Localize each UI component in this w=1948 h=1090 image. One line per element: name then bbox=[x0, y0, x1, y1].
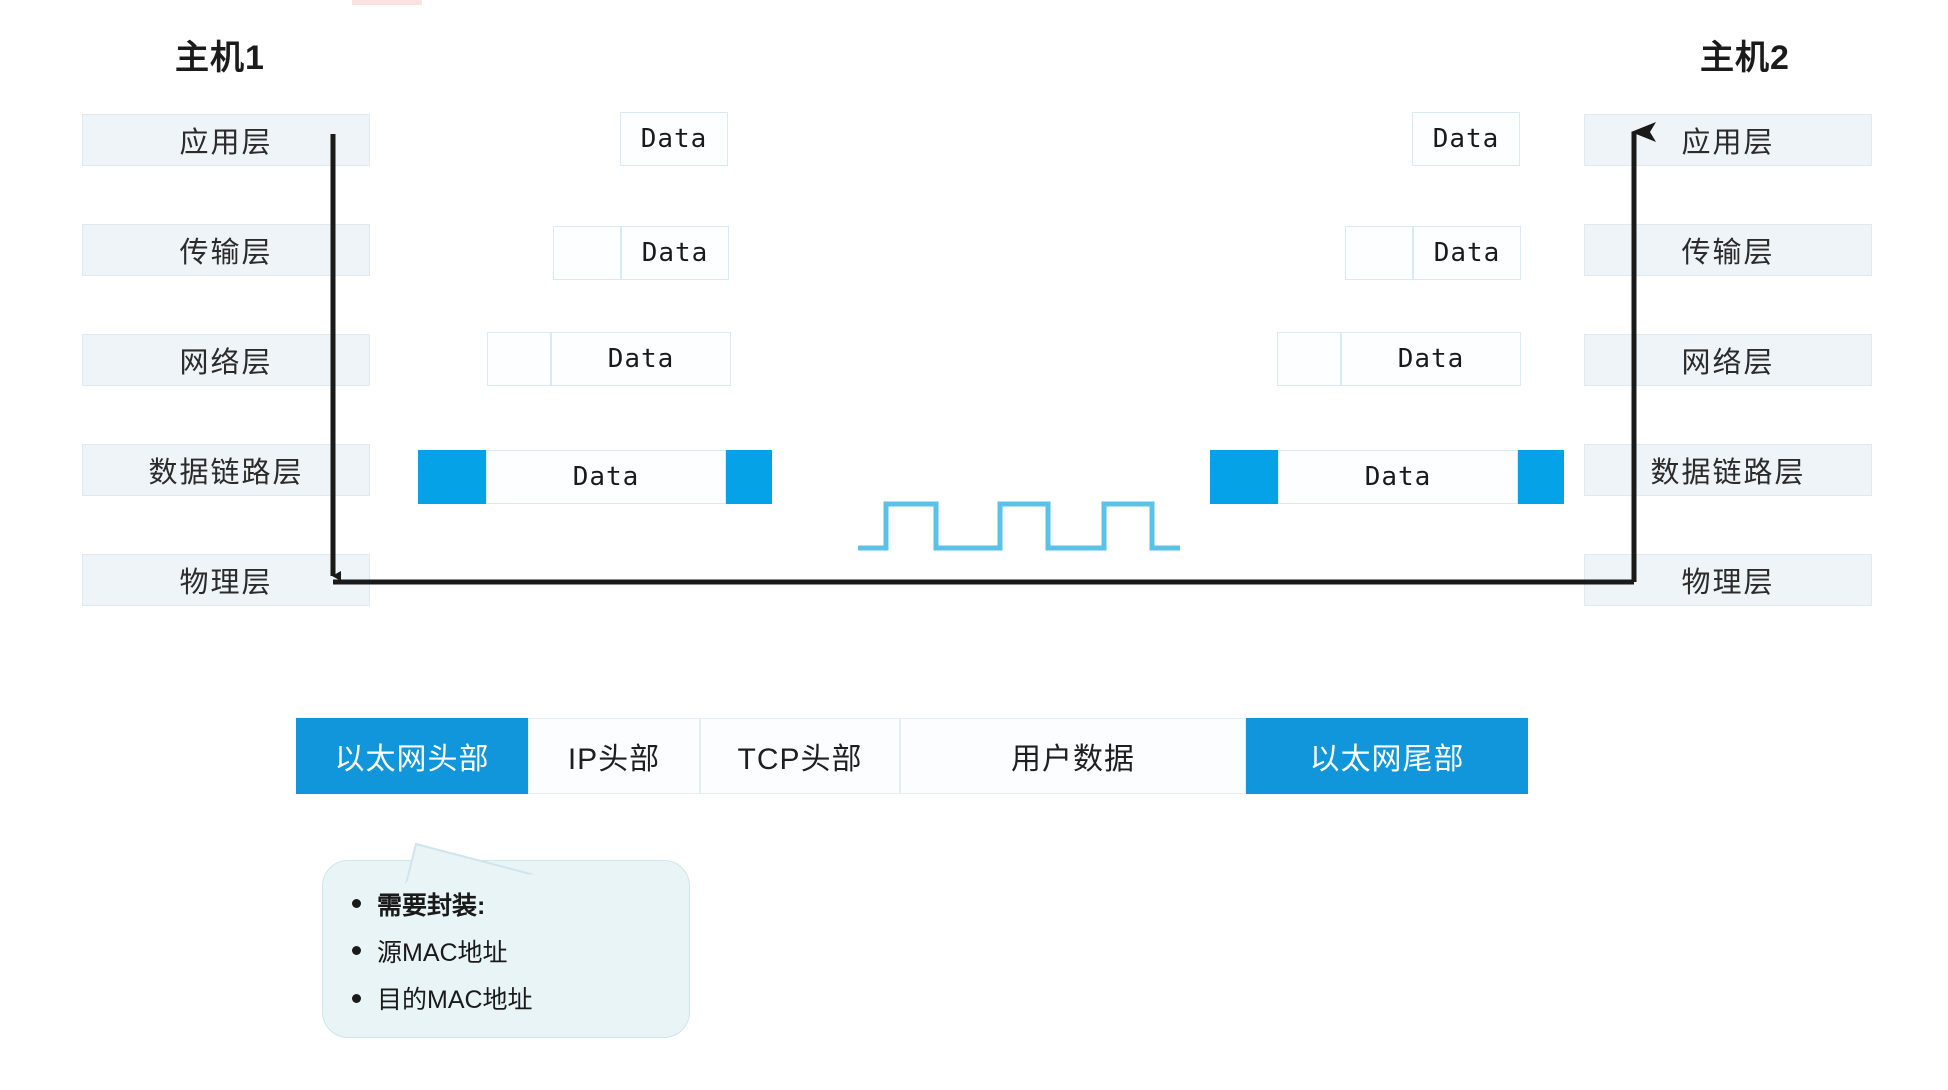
packet-ethernet-header-block bbox=[418, 450, 486, 504]
packet-header-cell bbox=[553, 226, 621, 280]
packet-host1-transport: Data bbox=[553, 226, 729, 280]
host2-layer-application[interactable]: 应用层 bbox=[1584, 114, 1872, 166]
packet-data-cell: Data bbox=[486, 450, 726, 504]
layer-label: 应用层 bbox=[1681, 127, 1775, 159]
packet-header-cell bbox=[1277, 332, 1341, 386]
packet-data-cell: Data bbox=[620, 112, 728, 166]
callout-bubble bbox=[322, 860, 690, 1038]
host2-layer-transport[interactable]: 传输层 bbox=[1584, 224, 1872, 276]
encap-segment-ip-header[interactable]: IP头部 bbox=[528, 718, 700, 794]
packet-host1-datalink: Data bbox=[418, 450, 772, 504]
packet-host1-network: Data bbox=[487, 332, 731, 386]
layer-label: 网络层 bbox=[179, 347, 273, 379]
callout-item: 源MAC地址 bbox=[338, 933, 672, 969]
packet-host2-transport: Data bbox=[1345, 226, 1521, 280]
host2-layer-datalink[interactable]: 数据链路层 bbox=[1584, 444, 1872, 496]
host2-layer-network[interactable]: 网络层 bbox=[1584, 334, 1872, 386]
layer-label: 物理层 bbox=[179, 567, 273, 599]
host2-title: 主机2 bbox=[1700, 39, 1790, 77]
encap-segment-tcp-header[interactable]: TCP头部 bbox=[700, 718, 900, 794]
packet-header-cell bbox=[1345, 226, 1413, 280]
callout-item: 需要封装: bbox=[338, 886, 672, 922]
packet-data-cell: Data bbox=[1412, 112, 1520, 166]
bullet-icon bbox=[352, 899, 361, 909]
ethernet-header-callout: 需要封装: 源MAC地址 目的MAC地址 bbox=[322, 842, 690, 1038]
packet-host1-application: Data bbox=[620, 112, 728, 166]
bullet-icon bbox=[352, 946, 361, 956]
host1-layer-transport[interactable]: 传输层 bbox=[82, 224, 370, 276]
packet-data-cell: Data bbox=[1278, 450, 1518, 504]
layer-label: 传输层 bbox=[179, 237, 273, 269]
encap-segment-ethernet-trailer[interactable]: 以太网尾部 bbox=[1246, 718, 1528, 794]
host1-layer-physical[interactable]: 物理层 bbox=[82, 554, 370, 606]
top-edge-artifact bbox=[352, 0, 422, 5]
callout-item-label: 需要封装: bbox=[377, 891, 486, 920]
host2-layer-physical[interactable]: 物理层 bbox=[1584, 554, 1872, 606]
square-wave-signal-icon bbox=[858, 501, 1180, 551]
layer-label: 数据链路层 bbox=[148, 457, 304, 489]
callout-item-label: 源MAC地址 bbox=[377, 938, 508, 967]
callout-item-label: 目的MAC地址 bbox=[377, 986, 533, 1015]
packet-host2-datalink: Data bbox=[1210, 450, 1564, 504]
encap-segment-user-data[interactable]: 用户数据 bbox=[900, 718, 1246, 794]
packet-host2-network: Data bbox=[1277, 332, 1521, 386]
host1-layer-application[interactable]: 应用层 bbox=[82, 114, 370, 166]
packet-host2-application: Data bbox=[1412, 112, 1520, 166]
layer-label: 物理层 bbox=[1681, 567, 1775, 599]
layer-label: 传输层 bbox=[1681, 237, 1775, 269]
encap-segment-ethernet-header[interactable]: 以太网头部 bbox=[296, 718, 528, 794]
layer-label: 数据链路层 bbox=[1650, 457, 1806, 489]
packet-ethernet-trailer-block bbox=[1518, 450, 1564, 504]
layer-label: 应用层 bbox=[179, 127, 273, 159]
layer-label: 网络层 bbox=[1681, 347, 1775, 379]
callout-tail-pointer bbox=[404, 842, 539, 884]
callout-item: 目的MAC地址 bbox=[338, 980, 672, 1016]
encapsulation-bar: 以太网头部 IP头部 TCP头部 用户数据 以太网尾部 bbox=[296, 718, 1528, 794]
host1-layer-network[interactable]: 网络层 bbox=[82, 334, 370, 386]
host1-title: 主机1 bbox=[175, 39, 265, 77]
packet-data-cell: Data bbox=[621, 226, 729, 280]
host1-layer-datalink[interactable]: 数据链路层 bbox=[82, 444, 370, 496]
packet-data-cell: Data bbox=[1341, 332, 1521, 386]
callout-list: 需要封装: 源MAC地址 目的MAC地址 bbox=[322, 860, 690, 1038]
bullet-icon bbox=[352, 993, 361, 1003]
packet-ethernet-trailer-block bbox=[726, 450, 772, 504]
packet-data-cell: Data bbox=[551, 332, 731, 386]
packet-data-cell: Data bbox=[1413, 226, 1521, 280]
packet-header-cell bbox=[487, 332, 551, 386]
packet-ethernet-header-block bbox=[1210, 450, 1278, 504]
